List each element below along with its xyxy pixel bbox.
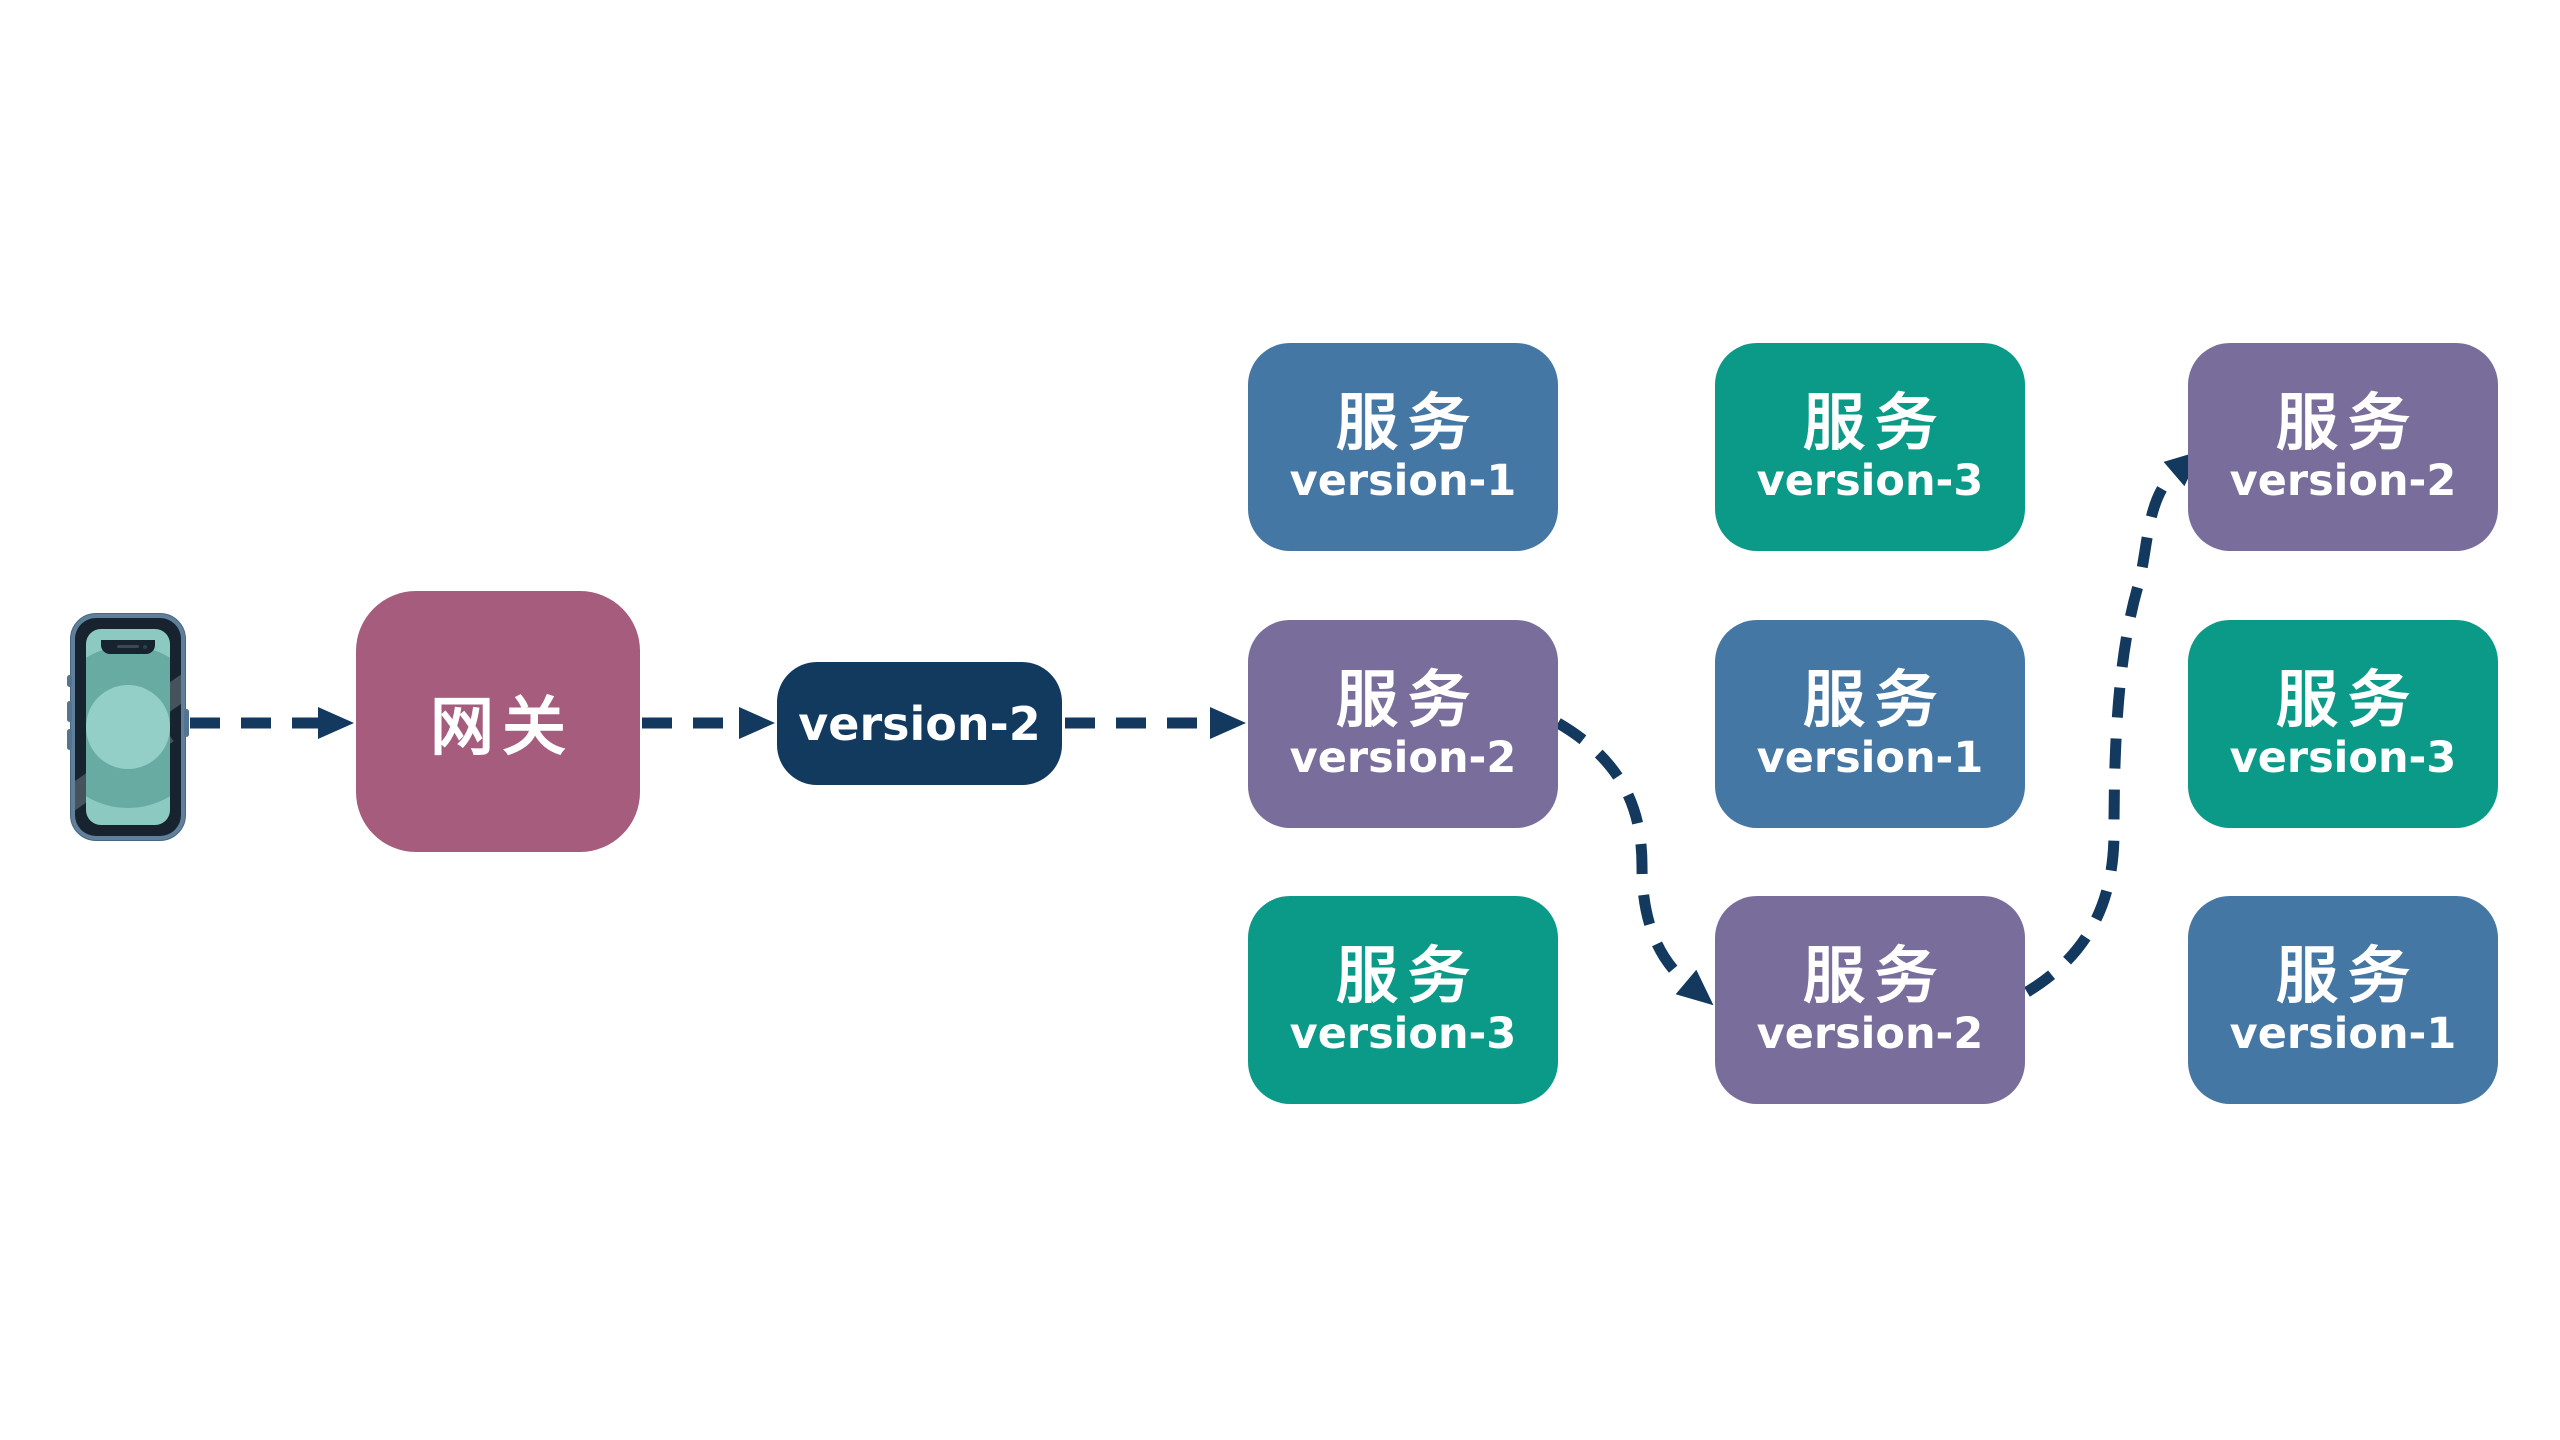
phone-power-button [184, 709, 189, 737]
service-title: 服务 [2275, 385, 2420, 459]
gateway-node: 网关 [356, 591, 640, 852]
service-version: version-2 [1756, 1008, 1984, 1059]
service-title: 服务 [1802, 385, 1947, 459]
service-version: version-1 [2229, 1008, 2457, 1059]
phone-side-button [67, 729, 72, 750]
smartphone-icon [67, 613, 189, 841]
service-node-col2-row3: 服务 version-2 [1715, 896, 2025, 1104]
phone-screen [86, 629, 170, 825]
service-node-col3-row1: 服务 version-2 [2188, 343, 2498, 551]
service-version: version-1 [1756, 732, 1984, 783]
service-version: version-3 [1756, 455, 1984, 506]
service-title: 服务 [1335, 662, 1480, 736]
service-title: 服务 [2275, 938, 2420, 1012]
service-node-col1-row3: 服务 version-3 [1248, 896, 1558, 1104]
service-version: version-2 [2229, 455, 2457, 506]
phone-speaker [117, 645, 139, 648]
phone-wallpaper-center [86, 685, 170, 769]
service-version: version-3 [2229, 732, 2457, 783]
service-title: 服务 [1335, 385, 1480, 459]
service-node-col3-row2: 服务 version-3 [2188, 620, 2498, 828]
route-version-tag: version-2 [777, 662, 1062, 785]
phone-side-button [67, 701, 72, 722]
curve-v2-col2-to-col3 [2024, 450, 2202, 997]
service-node-col2-row1: 服务 version-3 [1715, 343, 2025, 551]
service-node-col2-row2: 服务 version-1 [1715, 620, 2025, 828]
service-title: 服务 [1802, 662, 1947, 736]
service-node-col3-row3: 服务 version-1 [2188, 896, 2498, 1104]
service-node-col1-row2: 服务 version-2 [1248, 620, 1558, 828]
gateway-label: 网关 [430, 690, 574, 765]
curve-v2-col1-to-col2 [1555, 718, 1714, 1006]
service-node-col1-row1: 服务 version-1 [1248, 343, 1558, 551]
service-title: 服务 [2275, 662, 2420, 736]
phone-wallpaper-ring [86, 646, 170, 808]
service-title: 服务 [1802, 938, 1947, 1012]
route-version-label: version-2 [798, 696, 1041, 751]
service-title: 服务 [1335, 938, 1480, 1012]
phone-notch [101, 640, 155, 654]
service-version: version-1 [1289, 455, 1517, 506]
phone-bezel [75, 618, 181, 836]
phone-camera-dot [143, 645, 147, 649]
service-version: version-2 [1289, 732, 1517, 783]
service-version: version-3 [1289, 1008, 1517, 1059]
phone-side-button [67, 675, 72, 687]
